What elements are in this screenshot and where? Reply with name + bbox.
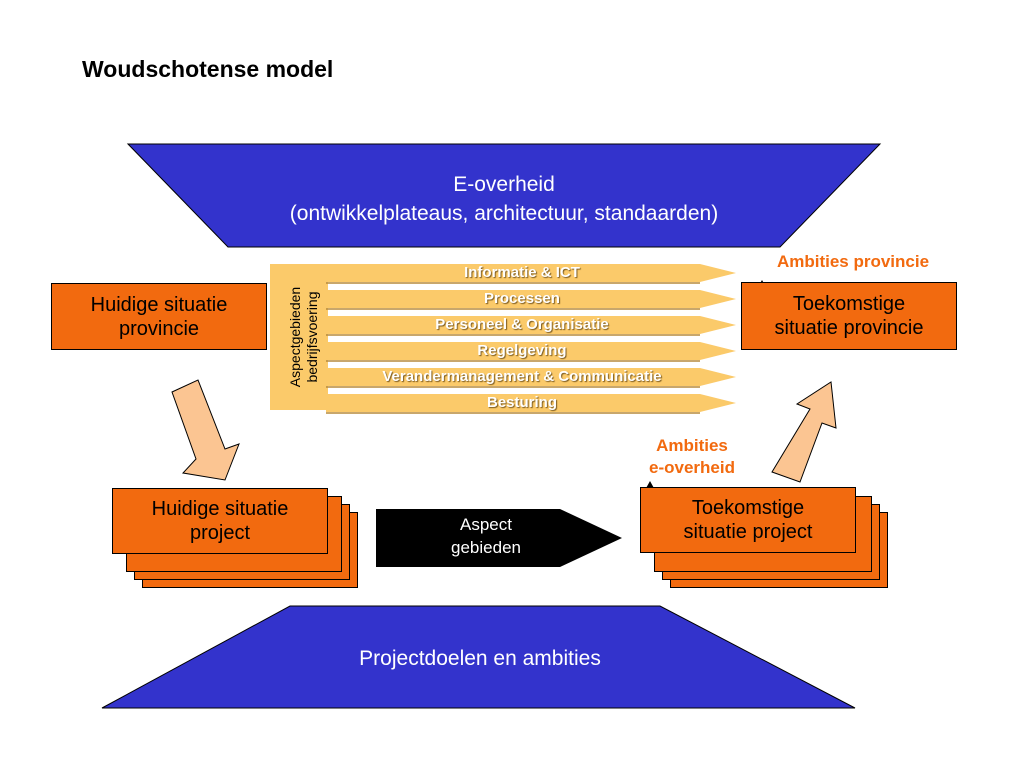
future-province-line2: situatie provincie [774,317,924,339]
band-label-1: Processen [484,290,560,307]
aspect-bands-block [270,264,328,410]
future-project-box: Toekomstige situatie project [640,487,856,553]
future-province-box: Toekomstige situatie provincie [741,282,957,350]
ambitions-egov-label: Ambities e-overheid [626,435,758,479]
band-label-3: Regelgeving [477,342,567,359]
band-label-0: Informatie & ICT [464,264,580,281]
aspect-arrow-line2: gebieden [451,538,521,557]
aspect-arrow-line1: Aspect [460,515,512,534]
aspect-vertical-line1: Aspectgebieden [287,286,303,388]
ambitions-egov-line1: Ambities [656,436,728,455]
aspect-band-4 [326,368,736,386]
ambitions-egov-line2: e-overheid [649,458,735,477]
down-arrow-left [171,379,240,481]
current-province-box: Huidige situatie provincie [51,283,267,350]
aspect-arrow [376,509,622,567]
aspect-vertical-line2: bedrijfsvoering [304,291,320,383]
aspect-band-5 [326,394,736,412]
top-trapezoid-text: E-overheid (ontwikkelplateaus, architect… [228,170,780,228]
aspect-vertical-label: Aspectgebieden bedrijfsvoering [278,266,330,408]
page-title: Woudschotense model [82,56,334,82]
band-label-5: Besturing [486,394,557,411]
current-project-box: Huidige situatie project [112,488,328,554]
future-project-line2: situatie project [683,521,813,543]
future-project-line1: Toekomstige [691,497,805,519]
aspect-arrow-text: Aspect gebieden [416,513,556,559]
aspect-vertical-text: Aspectgebieden bedrijfsvoering [287,287,321,387]
top-trapezoid-line2: (ontwikkelplateaus, architectuur, standa… [289,202,719,225]
top-trapezoid-line1: E-overheid [453,173,555,196]
ambitions-province-label: Ambities provincie [776,252,930,271]
current-province-line1: Huidige situatie [90,293,228,316]
band-label-4: Verandermanagement & Communicatie [382,368,662,385]
future-province-line1: Toekomstige [792,293,906,315]
top-trapezoid [126,143,882,248]
up-arrow-right [771,381,837,483]
current-project-line1: Huidige situatie [151,498,289,520]
aspect-band-2 [326,316,736,334]
aspect-band-0 [326,264,736,282]
current-project-line2: project [189,522,251,544]
current-province-line2: provincie [118,317,200,340]
aspect-band-3 [326,342,736,360]
bottom-trapezoid [101,605,856,709]
bottom-trapezoid-text: Projectdoelen en ambities [359,647,601,670]
aspect-bands [326,264,736,414]
band-label-2: Personeel & Organisatie [435,316,609,333]
aspect-band-1 [326,290,736,308]
